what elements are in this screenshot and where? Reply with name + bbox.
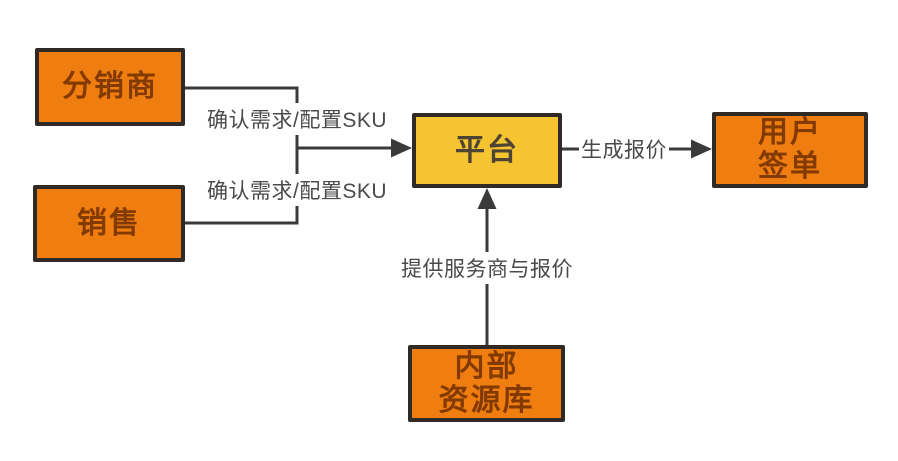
arrowhead-into-usersign-icon	[691, 139, 712, 159]
edge-label-generate-quote: 生成报价	[579, 133, 669, 165]
edge-label-provide-providers: 提供服务商与报价	[398, 252, 576, 284]
node-user-sign-label-line1: 用户	[758, 116, 822, 149]
node-user-sign: 用户 签单	[712, 112, 868, 188]
node-platform-label: 平台	[455, 133, 519, 167]
node-internal-resources: 内部 资源库	[408, 345, 565, 422]
node-sales-label: 销售	[77, 206, 141, 240]
node-distributor: 分销商	[35, 48, 185, 126]
arrowhead-into-platform-icon	[391, 138, 412, 158]
node-internal-resources-label-line2: 资源库	[438, 383, 535, 417]
node-platform: 平台	[412, 113, 562, 188]
node-distributor-label: 分销商	[62, 70, 158, 103]
edge-label-confirm-sku-top: 确认需求/配置SKU	[203, 103, 391, 135]
edge-label-confirm-sku-bottom: 确认需求/配置SKU	[203, 174, 391, 206]
node-sales: 销售	[33, 185, 185, 262]
node-user-sign-label-line2: 签单	[758, 150, 822, 183]
node-internal-resources-label-line1: 内部	[454, 349, 519, 383]
arrowhead-into-platform-bottom-icon	[477, 188, 497, 209]
